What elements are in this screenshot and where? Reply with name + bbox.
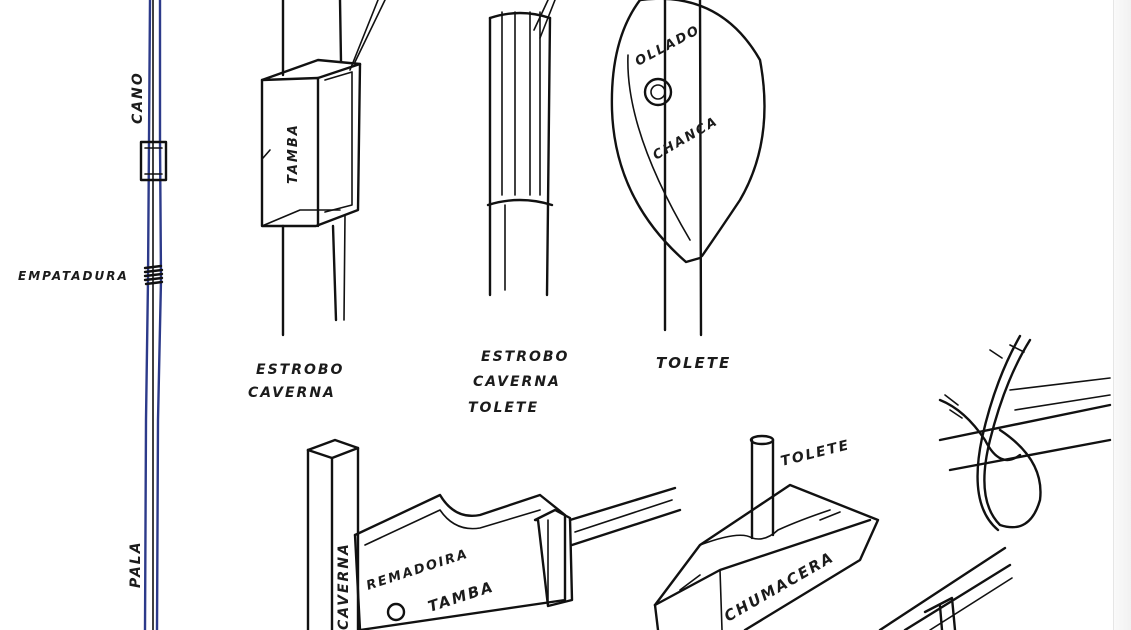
label-pala: PALA: [128, 540, 144, 588]
label-chanca: CHANCA: [651, 114, 722, 163]
label-chumacera: CHUMACERA: [721, 548, 838, 626]
rope-knot-drawing: [938, 334, 1112, 532]
label-tamba-2: TAMBA: [426, 577, 497, 615]
label-caverna-2: CAVERNA: [473, 374, 561, 390]
estrobo-sleeve-drawing: [486, 0, 556, 297]
label-cano: CANO: [130, 71, 146, 124]
label-remadoira: REMADOIRA: [365, 547, 471, 594]
oar-ring: [139, 140, 168, 182]
chumacera-drawing: [653, 434, 880, 630]
tamba-block-drawing: [260, 0, 386, 337]
ollado-hole: [643, 77, 673, 107]
bottom-right-rails: [878, 546, 1013, 630]
empatadura-binding: [143, 264, 164, 286]
label-tolete-1: TOLETE: [656, 354, 731, 372]
label-estrobo-1: ESTROBO: [256, 362, 344, 378]
label-empatadura: EMPATADURA: [18, 269, 129, 283]
paper-edge-line: [1113, 0, 1114, 630]
label-caverna-1: CAVERNA: [248, 385, 336, 401]
label-tolete-chumacera: TOLETE: [779, 437, 852, 470]
label-estrobo-2: ESTROBO: [481, 349, 569, 365]
tolete-paddle-drawing: [610, 0, 766, 337]
label-tamba-1: TAMBA: [286, 123, 301, 184]
label-ollado: OLLADO: [633, 23, 703, 70]
label-tolete-2: TOLETE: [468, 400, 539, 416]
remadoira-assembly-drawing: [306, 438, 682, 630]
oar-drawing: [139, 0, 168, 630]
label-caverna-post: CAVERNA: [336, 542, 352, 630]
paper-edge: [1114, 0, 1131, 630]
